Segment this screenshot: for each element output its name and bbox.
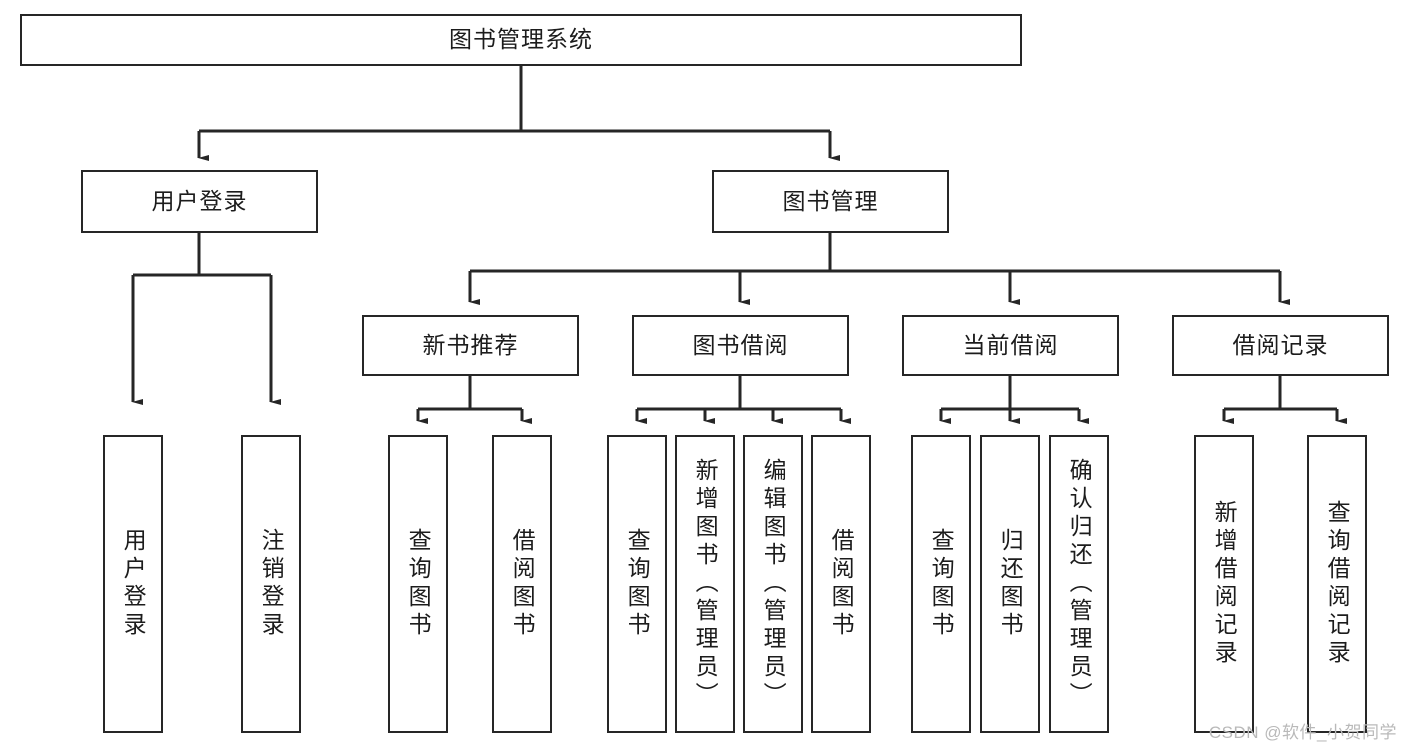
node-label: 用户登录 (120, 528, 147, 640)
node-leaf-recommend-query-book[interactable]: 查询图书 (388, 435, 448, 733)
node-book-manage[interactable]: 图书管理 (712, 170, 949, 233)
node-label: 查询图书 (405, 528, 432, 640)
node-label: 注销登录 (258, 528, 285, 640)
node-leaf-current-query-book[interactable]: 查询图书 (911, 435, 971, 733)
node-leaf-logout[interactable]: 注销登录 (241, 435, 301, 733)
node-leaf-current-confirm-return[interactable]: 确认归还（管理员） (1049, 435, 1109, 733)
node-new-book-recommend[interactable]: 新书推荐 (362, 315, 579, 376)
node-book-borrow[interactable]: 图书借阅 (632, 315, 849, 376)
node-leaf-record-add[interactable]: 新增借阅记录 (1194, 435, 1254, 733)
node-label: 查询图书 (624, 528, 651, 640)
node-label: 借阅记录 (1232, 331, 1329, 358)
node-label: 归还图书 (997, 528, 1024, 640)
node-label: 图书管理系统 (449, 26, 593, 53)
node-leaf-borrow-borrow-book[interactable]: 借阅图书 (811, 435, 871, 733)
node-label: 查询图书 (928, 528, 955, 640)
node-leaf-record-query[interactable]: 查询借阅记录 (1307, 435, 1367, 733)
node-label: 借阅图书 (828, 528, 855, 640)
connector-lines (131, 66, 1347, 424)
node-label: 编辑图书（管理员） (760, 458, 787, 710)
node-label: 当前借阅 (962, 331, 1059, 358)
node-label: 确认归还（管理员） (1066, 458, 1093, 710)
node-leaf-borrow-add-book[interactable]: 新增图书（管理员） (675, 435, 735, 733)
node-label: 新增图书（管理员） (692, 458, 719, 710)
node-label: 图书借阅 (692, 331, 789, 358)
node-borrow-record[interactable]: 借阅记录 (1172, 315, 1389, 376)
node-label: 新增借阅记录 (1211, 500, 1238, 668)
node-label: 图书管理 (782, 187, 879, 214)
node-root-system[interactable]: 图书管理系统 (20, 14, 1022, 66)
node-label: 查询借阅记录 (1324, 500, 1351, 668)
node-leaf-borrow-edit-book[interactable]: 编辑图书（管理员） (743, 435, 803, 733)
node-label: 新书推荐 (422, 331, 519, 358)
node-current-borrow[interactable]: 当前借阅 (902, 315, 1119, 376)
node-leaf-borrow-query-book[interactable]: 查询图书 (607, 435, 667, 733)
node-leaf-user-login[interactable]: 用户登录 (103, 435, 163, 733)
node-leaf-recommend-borrow-book[interactable]: 借阅图书 (492, 435, 552, 733)
node-user-login[interactable]: 用户登录 (81, 170, 318, 233)
node-label: 用户登录 (151, 187, 248, 214)
node-leaf-current-return-book[interactable]: 归还图书 (980, 435, 1040, 733)
node-label: 借阅图书 (509, 528, 536, 640)
